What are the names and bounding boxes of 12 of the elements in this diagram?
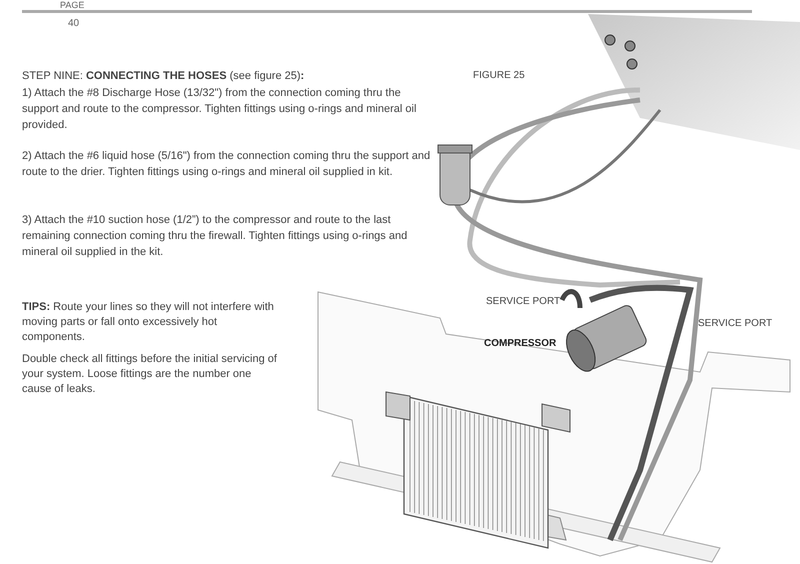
part-label: SERVICE PORT bbox=[698, 317, 772, 331]
note-paragraph: Double check all fittings before the initial servicing of your system. Loose fittings are the number one cause of leaks. bbox=[22, 352, 277, 397]
part-label: COMPRESSOR bbox=[484, 337, 556, 351]
page-label: PAGE bbox=[60, 0, 84, 12]
step-heading: STEP NINE: CONNECTING THE HOSES (see figure 25): bbox=[22, 69, 304, 84]
instruction-paragraph: 1) Attach the #8 Discharge Hose (13/32") from the connection coming thru the support and route to the compressor. Tighten fittings using o-rings and mineral oil provided. bbox=[22, 86, 418, 133]
page-number: 40 bbox=[68, 17, 80, 31]
figure-label: FIGURE 25 bbox=[473, 69, 525, 83]
part-label: SERVICE PORT bbox=[486, 295, 560, 309]
instruction-paragraph: 3) Attach the #10 suction hose (1/2”) to the compressor and route to the last remaining connection coming thru the firewall. Tighten fittings using o-rings and mineral oil supplied in the kit. bbox=[22, 213, 408, 260]
instruction-paragraph: 2) Attach the #6 liquid hose (5/16") from the connection coming thru the support and route to the drier. Tighten fittings using o-rings and mineral oil supplied in kit. bbox=[22, 149, 432, 180]
tips-paragraph: TIPS: Route your lines so they will not interfere with moving parts or fall onto excessively hot components. bbox=[22, 300, 275, 345]
